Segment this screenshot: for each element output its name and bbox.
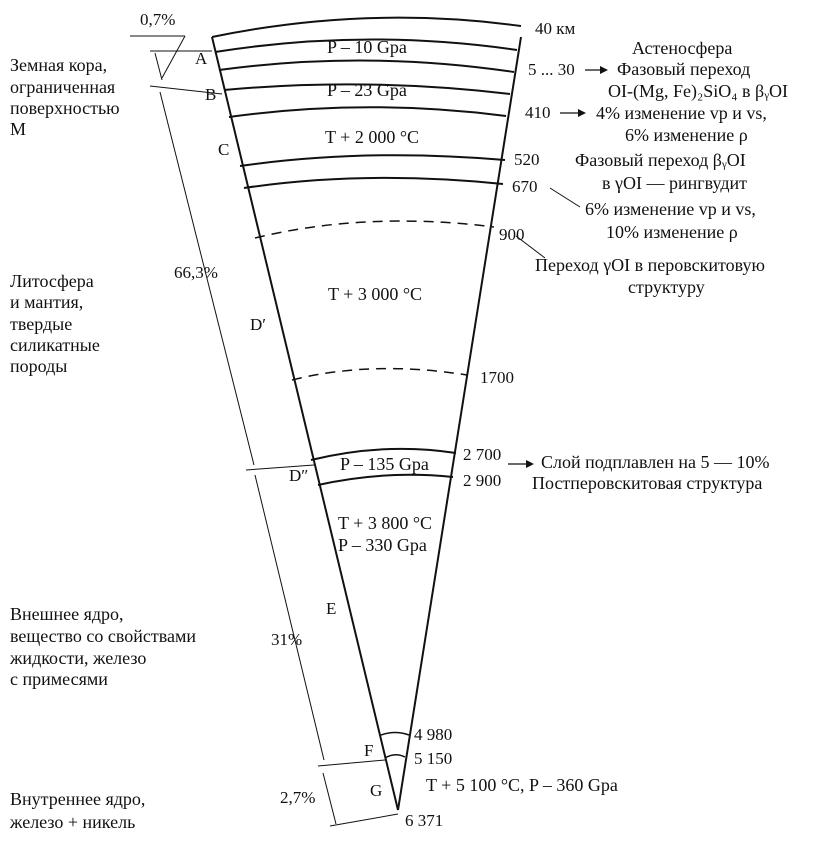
mantle-bracket [159,91,255,466]
pointer-lines [508,66,608,468]
note-change-6: 6% изменение ρ [625,125,748,145]
depth-2900: 2 900 [463,471,501,490]
surface-arc [211,16,522,38]
pressure-10: P – 10 Gpa [327,37,407,57]
depth-5-30: 5 ... 30 [528,60,575,79]
temp-3000: T + 3 000 °C [328,284,422,304]
boundary-900-dashed [254,220,495,239]
percent-inner-core: 2,7% [280,788,315,807]
note-change-4: 4% изменение vp и vs, [596,103,767,123]
boundary-crust-base [214,38,518,53]
inner-core-conditions: T + 5 100 °C, P – 360 Gpa [426,775,618,795]
boundary-520 [239,154,506,167]
boundary-4980 [380,731,410,736]
zone-letter-d1: D′ [250,315,266,334]
note-change-10: 10% изменение ρ [606,222,738,242]
percent-crust: 0,7% [140,10,175,29]
zone-letter-f: F [364,741,373,760]
mantle-label-line5: породы [10,356,67,376]
depth-410: 410 [525,103,551,122]
boundary-2700 [310,447,457,461]
note-phase1-title: Фазовый переход [617,59,750,79]
zone-letter-c: C [218,140,229,159]
inner-core-bracket [322,772,337,825]
depth-900: 900 [499,225,525,244]
zone-letters: A B C D′ D″ E F G [195,49,382,800]
boundary-670 [243,176,504,189]
pressure-135: P – 135 Gpa [340,454,429,474]
zone-letter-a: A [195,49,208,68]
boundary-410 [228,106,507,118]
boundary-5150 [384,754,406,759]
dimension-lines [130,35,399,827]
mantle-label-line2: и мантия, [10,292,83,312]
depth-6371: 6 371 [405,811,443,830]
crust-label-line3: поверхностью [10,98,120,118]
percent-outer-core: 31% [271,630,302,649]
percent-mantle: 66,3% [174,263,218,282]
note-change-6b: 6% изменение vp и vs, [585,199,756,219]
depth-2700: 2 700 [463,445,501,464]
zone-letter-d2: D″ [289,466,308,485]
arrow-head-icon [600,66,608,74]
note-phase1-formula: OI-(Mg, Fe)₂SiO₄ в βᵧOI [608,81,788,102]
inner-core-label-line1: Внутреннее ядро, [10,789,145,809]
zone-letter-e: E [326,599,336,618]
boundary-2900 [317,473,454,486]
sector-right-edge [397,36,522,811]
mantle-label-line1: Литосфера [10,271,94,291]
depth-670: 670 [512,177,538,196]
inside-labels: P – 10 Gpa P – 23 Gpa T + 2 000 °C T + 3… [325,37,618,795]
mantle-label-line4: силикатные [10,335,100,355]
right-notes: Астеносфера Фазовый переход OI-(Mg, Fe)₂… [532,38,788,493]
crust-label-line2: ограниченная [10,77,115,97]
crust-arrow [154,52,163,81]
note-perovskite-line2: структуру [628,277,705,297]
boundary-moho [223,83,511,95]
note-asthenosphere: Астеносфера [632,38,732,58]
zone-letter-b: B [205,85,216,104]
depth-4980: 4 980 [414,725,452,744]
note-perovskite-line1: Переход γOI в перовскитовую [535,255,765,275]
crust-label-line4: М [10,119,26,139]
depth-520: 520 [514,150,540,169]
outer-core-label-line1: Внешнее ядро, [10,604,124,624]
inner-core-label-line2: железо + никель [9,812,135,832]
temp-2000: T + 2 000 °C [325,127,419,147]
arrow-head-icon [526,460,534,468]
left-labels: Земная кора, ограниченная поверхностью М… [9,55,196,832]
boundary-1700-dashed [291,367,468,381]
pressure-330: P – 330 Gpa [338,535,427,555]
note-phase2-title: Фазовый переход βᵧOI [575,150,746,171]
outer-core-label-line2: вещество со свойствами [10,626,196,646]
outer-core-bracket [254,474,325,761]
temp-3800: T + 3 800 °C [338,513,432,533]
arrow-head-icon [578,109,586,117]
sector-shape [211,16,522,811]
depth-5150: 5 150 [414,749,452,768]
note-layer-line2: Постперовскитовая структура [532,473,762,493]
percentages: 0,7% 66,3% 31% 2,7% [140,10,315,807]
crust-label-line1: Земная кора, [10,55,107,75]
outer-core-label-line4: с примесями [10,669,108,689]
depth-40: 40 км [535,19,576,38]
sector-left-edge [211,36,399,811]
zone-letter-g: G [370,781,382,800]
outer-core-label-line3: жидкости, железо [9,648,146,668]
pressure-23: P – 23 Gpa [327,80,407,100]
mantle-label-line3: твердые [10,314,72,334]
depth-values: 40 км 5 ... 30 410 520 670 900 1700 2 70… [405,19,576,830]
note-phase2-sub: в γOI — рингвудит [602,173,747,193]
depth-1700: 1700 [480,368,514,387]
note-layer-line1: Слой подплавлен на 5 — 10% [541,452,769,472]
boundary-asthenosphere [218,59,515,73]
